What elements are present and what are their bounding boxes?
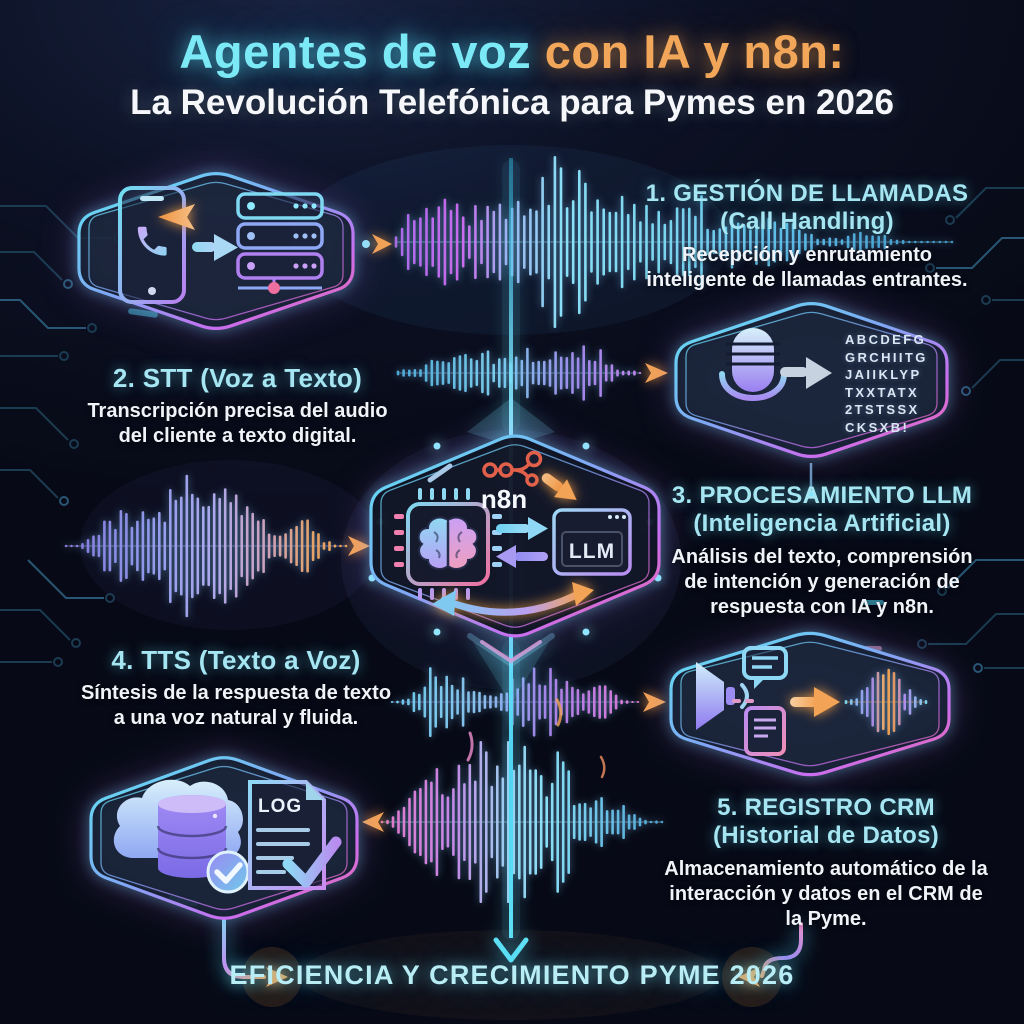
check-badge-icon <box>206 850 250 894</box>
step-4-desc-line: a una voz natural y fluida. <box>113 707 359 729</box>
llm-window-icon: LLM <box>552 508 632 576</box>
dash-decor <box>732 699 741 703</box>
stt-line: JAIIKLYP <box>845 367 922 382</box>
step-3-heading: 3. PROCESAMIENTO LLM <box>671 482 973 509</box>
n8n-logo-icon <box>482 450 543 487</box>
step-5-desc-line: Almacenamiento automático de la <box>664 858 988 880</box>
footer-banner: EFICIENCIA Y CRECIMIENTO PYME 2026 <box>229 960 795 990</box>
step-3-desc-line: respuesta con IA y n8n. <box>710 596 934 618</box>
page-subtitle: La Revolución Telefónica para Pymes en 2… <box>130 83 894 122</box>
step-5-desc-line: la Pyme. <box>785 908 867 930</box>
page-title: Agentes de voz con IA y n8n: <box>0 24 1024 80</box>
synthesize-arrow-icon <box>790 687 840 717</box>
stt-line: GRCHIITG <box>845 349 928 365</box>
footer-connectors <box>222 918 803 979</box>
step-5-desc-line: interacción y datos en el CRM de <box>669 883 983 905</box>
text-doc-icon <box>744 706 786 756</box>
step-5-heading: 5. REGISTRO CRM <box>717 794 935 821</box>
log-document-icon: LOG <box>248 780 342 890</box>
step-4-heading: 4. TTS (Texto a Voz) <box>111 645 361 675</box>
server-stack-icon <box>236 192 324 294</box>
dash-decor <box>427 463 453 483</box>
particles <box>466 698 606 779</box>
chat-text-icon <box>742 646 788 689</box>
step-3-subheading: (Inteligencia Artificial) <box>693 510 951 537</box>
crm-icons: LOG <box>113 779 342 894</box>
step-3-desc-line: Análisis del texto, comprensión <box>671 546 973 568</box>
ai-chip-icon <box>394 488 502 600</box>
brain-icon <box>417 516 479 570</box>
step-3-desc-line: de intención y generación de <box>684 571 960 593</box>
arrow-footer-left-icon <box>266 967 288 987</box>
n8n-to-llm-arrow-icon <box>541 473 577 500</box>
route-arrow-icon <box>192 234 238 261</box>
step-1-heading: 1. GESTIÓN DE LLAMADAS <box>645 180 969 207</box>
arrow-footer-right-icon <box>738 967 760 987</box>
incoming-call-arrow-icon <box>158 204 195 230</box>
step-1-desc-line: Recepción y enrutamiento <box>681 244 933 266</box>
arrow-wave-to-llm-icon <box>348 536 370 556</box>
llm-core-icons: n8n LLM <box>394 450 632 616</box>
stt-line: CKSXB! <box>845 419 910 435</box>
log-label: LOG <box>258 796 302 817</box>
feedback-loop-arrow-icon <box>432 582 594 616</box>
stt-line: 2TSTSSX <box>845 402 920 417</box>
tts-icons <box>696 646 928 756</box>
flow-arrows <box>266 234 760 987</box>
n8n-label: n8n <box>481 484 527 514</box>
database-icon <box>156 795 228 878</box>
audio-waveforms <box>64 156 954 903</box>
step-5-crm: 5. REGISTRO CRM (Historial de Datos) Alm… <box>640 794 1012 932</box>
smartphone-icon <box>118 186 186 304</box>
title-block: Agentes de voz con IA y n8n: La Revoluci… <box>0 24 1024 124</box>
step-4-tts: 4. TTS (Texto a Voz) Síntesis de la resp… <box>40 646 432 731</box>
step-4-desc-line: Síntesis de la respuesta de texto <box>80 682 392 704</box>
arrow-wave-to-stt-icon <box>645 363 668 383</box>
speaker-icon <box>696 662 749 730</box>
call-routing-icons <box>118 186 324 304</box>
beam-down-arrow-icon <box>493 937 529 963</box>
transcribe-arrow-icon <box>780 357 832 389</box>
circuit-traces <box>0 187 1024 673</box>
step-1-desc-line: inteligente de llamadas entrantes. <box>646 269 968 291</box>
title-part-orange: con IA y n8n: <box>531 25 845 78</box>
stt-line: ABCDEFG <box>845 332 927 347</box>
log-check-icon <box>282 836 342 888</box>
step-5-subheading: (Historial de Datos) <box>712 822 940 849</box>
step-2-desc-line: Transcripción precisa del audio <box>87 400 388 422</box>
step-1-subheading: (Call Handling) <box>720 208 894 235</box>
step-2-stt: 2. STT (Voz a Texto) Transcripción preci… <box>50 364 425 449</box>
arrow-wave-to-crm-icon <box>362 812 384 832</box>
step-1-call-handling: 1. GESTIÓN DE LLAMADAS (Call Handling) R… <box>612 180 1002 293</box>
stt-icons <box>719 328 832 424</box>
cloud-storage-icon <box>113 779 250 894</box>
stt-output-text: ABCDEFG GRCHIITG JAIIKLYP TXXTATX 2TSTSS… <box>845 331 945 436</box>
stt-line: TXXTATX <box>845 384 920 400</box>
step-2-desc-line: del cliente a texto digital. <box>118 425 357 447</box>
arrow-wave-to-tts-icon <box>643 692 666 712</box>
llm-label: LLM <box>569 540 615 563</box>
arrow-phone-to-wave-icon <box>372 234 392 254</box>
microphone-icon <box>719 328 787 424</box>
dash-decor <box>745 699 754 703</box>
exchange-right-arrow-icon <box>496 517 548 540</box>
title-part-cyan: Agentes de voz <box>179 25 532 78</box>
step-2-heading: 2. STT (Voz a Texto) <box>112 363 363 393</box>
exchange-left-arrow-icon <box>496 545 548 568</box>
step-3-llm: 3. PROCESAMIENTO LLM (Inteligencia Artif… <box>632 482 1012 620</box>
